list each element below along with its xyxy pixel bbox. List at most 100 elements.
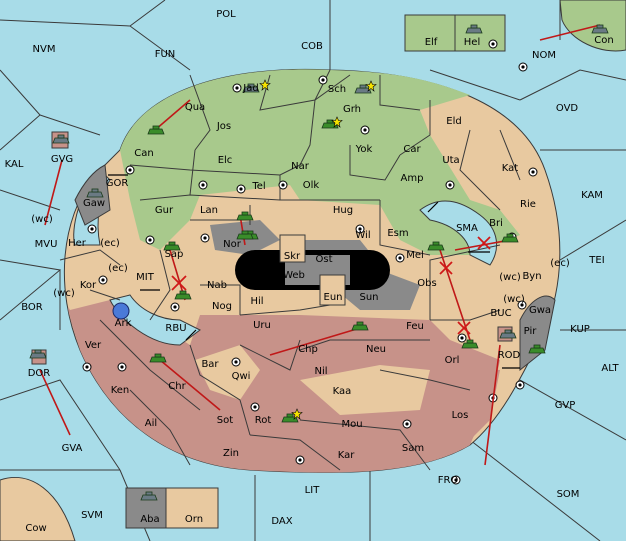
sea-label-ovd: OVD: [556, 103, 579, 114]
fleet-unit-icon[interactable]: [499, 329, 517, 339]
supply-center-dot: [120, 365, 124, 369]
star-icon: [259, 79, 271, 91]
land-label-skr: Skr: [284, 251, 301, 262]
land-label-can: Can: [134, 148, 153, 159]
adjacency-arrows: [108, 174, 520, 369]
land-label-sam: Sam: [402, 443, 424, 454]
land-label-ver: Ver: [85, 340, 102, 351]
land-label-los: Los: [452, 410, 469, 421]
fleet-unit-icon[interactable]: [242, 83, 260, 93]
sea-label-dax: DAX: [271, 516, 292, 527]
fleet-unit-icon[interactable]: [465, 24, 483, 34]
army-unit-icon[interactable]: [427, 241, 445, 251]
supply-center-dot: [173, 305, 177, 309]
land-label-elc: Elc: [218, 155, 233, 166]
sea-label-fun: FUN: [155, 49, 176, 60]
land-label-tel: Tel: [251, 181, 265, 192]
coast-tag-kor-wc: (wc): [53, 288, 75, 299]
army-unit-icon[interactable]: [163, 241, 181, 251]
coast-tag-byn-ec: (ec): [550, 258, 570, 269]
supply-center-dot: [234, 360, 238, 364]
supply-center-dot: [298, 458, 302, 462]
land-label-eld: Eld: [446, 116, 461, 127]
land-label-zin: Zin: [223, 448, 239, 459]
army-unit-icon[interactable]: [236, 211, 254, 221]
army-unit-icon[interactable]: [236, 230, 254, 240]
supply-center-dot: [90, 227, 94, 231]
supply-center-dot: [520, 303, 524, 307]
land-label-grh: Grh: [343, 104, 361, 115]
land-label-con: Con: [594, 35, 613, 46]
sea-label-tei: TEI: [588, 255, 604, 266]
sea-label-buc: BUC: [490, 308, 511, 319]
land-label-kar: Kar: [338, 450, 356, 461]
land-label-esm: Esm: [387, 228, 408, 239]
star-icon: [331, 116, 343, 128]
land-label-gaw: Gaw: [83, 198, 105, 209]
army-unit-icon[interactable]: [174, 290, 192, 300]
land-label-qwi: Qwi: [232, 371, 251, 382]
land-label-kaa: Kaa: [333, 386, 352, 397]
sea-label-gor: GOR: [106, 178, 129, 189]
supply-center-dot: [460, 336, 464, 340]
army-unit-icon[interactable]: [461, 339, 479, 349]
land-label-uru: Uru: [253, 320, 271, 331]
land-label-kor: Kor: [80, 280, 97, 291]
land-borders: [59, 69, 521, 471]
supply-center-dot: [148, 238, 152, 242]
land-label-gur: Gur: [155, 205, 174, 216]
land-label-nog: Nog: [212, 301, 232, 312]
supply-center-dot: [405, 422, 409, 426]
coast-tag-her-ec: (ec): [100, 238, 120, 249]
supply-center-dot: [448, 183, 452, 187]
army-unit-icon[interactable]: [501, 233, 519, 243]
land-label-eun: Eun: [324, 292, 343, 303]
supply-center-dot: [235, 86, 239, 90]
land-label-jad: Jad: [242, 83, 258, 94]
land-label-rod: ROD: [498, 350, 521, 361]
army-unit-icon[interactable]: [351, 321, 369, 331]
land-label-chp: Chp: [298, 344, 318, 355]
fleet-unit-icon[interactable]: [140, 491, 158, 501]
land-label-neu: Neu: [366, 344, 386, 355]
land-label-orl: Orl: [445, 355, 460, 366]
coast-tag-gwa-wc: (wc): [503, 294, 525, 305]
fleet-unit-icon[interactable]: [86, 188, 104, 198]
land-label-ark: Ark: [115, 318, 132, 329]
sea-label-sma: SMA: [456, 223, 478, 234]
coast-tag-byn-wc: (wc): [499, 272, 521, 283]
coast-tag-her-wc: (wc): [31, 214, 53, 225]
land-label-obs: Obs: [417, 278, 436, 289]
army-unit-icon[interactable]: [149, 353, 167, 363]
sea-label-alt: ALT: [601, 363, 619, 374]
supply-center-dot: [281, 183, 285, 187]
land-label-jos: Jos: [216, 121, 231, 132]
supply-center-dot: [398, 256, 402, 260]
fleet-unit-icon[interactable]: [52, 134, 70, 144]
land-label-cow: Cow: [25, 523, 46, 534]
sea-label-lit: LIT: [305, 485, 321, 496]
land-label-feu: Feu: [406, 321, 424, 332]
sea-label-mvu: MVU: [35, 239, 58, 250]
units: [29, 24, 609, 501]
supply-center-dot: [203, 236, 207, 240]
sea-label-gva: GVA: [62, 443, 83, 454]
land-label-sap: Sap: [165, 249, 184, 260]
ark-unit-icon[interactable]: [112, 302, 130, 320]
fleet-unit-icon[interactable]: [591, 24, 609, 34]
land-label-uta: Uta: [442, 155, 459, 166]
sea-label-kal: KAL: [5, 159, 24, 170]
land-label-her: Her: [68, 238, 87, 249]
land-label-bar: Bar: [201, 359, 219, 370]
land-label-web: Web: [283, 270, 305, 281]
supply-center-dot: [363, 128, 367, 132]
fleet-unit-icon[interactable]: [29, 349, 47, 359]
supply-center-dot: [253, 405, 257, 409]
supply-center-dot: [521, 65, 525, 69]
land-label-ost: Ost: [315, 254, 332, 265]
army-unit-icon[interactable]: [147, 125, 165, 135]
land-label-sch: Sch: [328, 84, 346, 95]
army-unit-icon[interactable]: [528, 344, 546, 354]
